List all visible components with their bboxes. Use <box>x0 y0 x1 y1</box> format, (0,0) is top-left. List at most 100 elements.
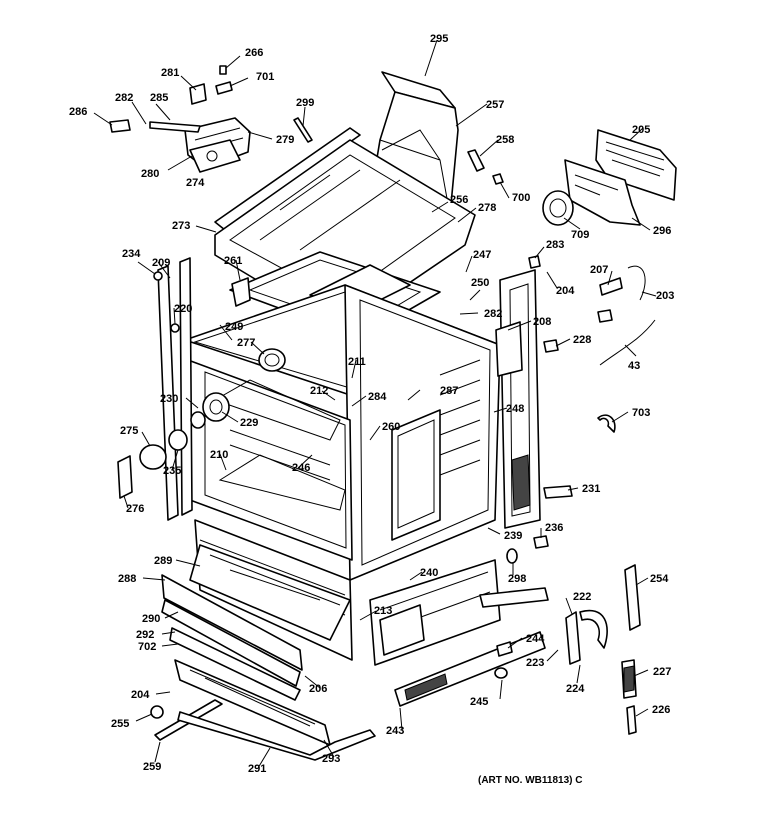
part-label-213: 213 <box>374 605 392 617</box>
part-label-295: 295 <box>430 33 448 45</box>
port-277 <box>258 348 286 372</box>
part-label-203: 203 <box>656 290 674 302</box>
knob-275 <box>117 444 167 499</box>
part-label-281: 281 <box>161 67 179 79</box>
part-label-261: 261 <box>224 255 242 267</box>
part-label-275: 275 <box>120 425 138 437</box>
part-label-701: 701 <box>256 71 274 83</box>
part-label-291: 291 <box>248 763 266 775</box>
part-label-259: 259 <box>143 761 161 773</box>
part-label-204: 204 <box>131 689 150 701</box>
part-label-227: 227 <box>653 666 671 678</box>
part-label-244: 244 <box>526 633 545 645</box>
part-label-296: 296 <box>653 225 671 237</box>
part-label-205: 205 <box>632 124 650 136</box>
part-label-239: 239 <box>504 530 522 542</box>
part-label-208: 208 <box>533 316 551 328</box>
part-label-226: 226 <box>652 704 670 716</box>
part-label-212: 212 <box>310 385 328 397</box>
part-label-250: 250 <box>471 277 489 289</box>
part-label-240: 240 <box>420 567 438 579</box>
part-label-234: 234 <box>122 248 141 260</box>
part-label-288: 288 <box>118 573 136 585</box>
part-label-222: 222 <box>573 591 591 603</box>
part-label-235: 235 <box>163 465 181 477</box>
part-label-282: 282 <box>484 308 502 320</box>
right-floating-parts <box>528 255 656 549</box>
part-label-207: 207 <box>590 264 608 276</box>
right-side-parts <box>565 564 641 735</box>
part-label-249: 249 <box>225 321 243 333</box>
part-label-274: 274 <box>186 177 205 189</box>
part-label-246: 246 <box>292 462 310 474</box>
part-label-702: 702 <box>138 641 156 653</box>
part-labels: 266 701 281 282 285 286 279 280 274 299 295 257 258 7… <box>69 33 674 775</box>
part-label-211: 211 <box>348 356 366 368</box>
part-label-289: 289 <box>154 555 172 567</box>
part-label-277: 277 <box>237 337 255 349</box>
part-label-243: 243 <box>386 725 404 737</box>
part-label-709: 709 <box>571 229 589 241</box>
screw-234 <box>153 271 163 281</box>
part-label-255: 255 <box>111 718 129 730</box>
valve-assembly <box>109 65 251 173</box>
part-label-290: 290 <box>142 613 160 625</box>
part-label-299: 299 <box>296 97 314 109</box>
part-label-204: 204 <box>556 285 575 297</box>
part-244 <box>496 641 513 657</box>
part-label-231: 231 <box>582 483 600 495</box>
bottom-rails <box>150 699 376 761</box>
part-label-210: 210 <box>210 449 228 461</box>
part-label-258: 258 <box>496 134 514 146</box>
part-label-703: 703 <box>632 407 650 419</box>
part-label-286: 286 <box>69 106 87 118</box>
part-label-283: 283 <box>546 239 564 251</box>
part-label-256: 256 <box>450 194 468 206</box>
part-label-220: 220 <box>174 303 192 315</box>
thermostat-230 <box>168 392 230 451</box>
part-label-43: 43 <box>628 360 640 372</box>
part-label-223: 223 <box>526 657 544 669</box>
part-label-230: 230 <box>160 393 178 405</box>
screw-220 <box>170 323 180 333</box>
clip-700 <box>492 173 504 185</box>
part-label-254: 254 <box>650 573 669 585</box>
part-label-287: 287 <box>440 385 458 397</box>
part-label-209: 209 <box>152 257 170 269</box>
part-label-229: 229 <box>240 417 258 429</box>
part-label-228: 228 <box>573 334 591 346</box>
part-label-248: 248 <box>506 403 524 415</box>
part-label-247: 247 <box>473 249 491 261</box>
part-label-278: 278 <box>478 202 496 214</box>
part-label-285: 285 <box>150 92 168 104</box>
bracket-261 <box>231 277 251 307</box>
part-label-284: 284 <box>368 391 387 403</box>
leader-lines <box>93 39 657 769</box>
part-245 <box>494 667 508 679</box>
part-label-700: 700 <box>512 192 530 204</box>
part-298 <box>506 548 518 564</box>
part-label-260: 260 <box>382 421 400 433</box>
broiler-drawer <box>161 544 351 746</box>
rear-panel-208 <box>495 269 541 529</box>
part-label-257: 257 <box>486 99 504 111</box>
part-label-224: 224 <box>566 683 585 695</box>
art-number: (ART NO. WB11813) C <box>478 775 582 786</box>
heat-shields <box>542 129 677 226</box>
part-label-206: 206 <box>309 683 327 695</box>
part-label-266: 266 <box>245 47 263 59</box>
part-label-280: 280 <box>141 168 159 180</box>
part-label-236: 236 <box>545 522 563 534</box>
part-label-292: 292 <box>136 629 154 641</box>
part-label-282: 282 <box>115 92 133 104</box>
part-label-245: 245 <box>470 696 488 708</box>
rod-299 <box>293 117 313 143</box>
part-label-279: 279 <box>276 134 294 146</box>
part-label-293: 293 <box>322 753 340 765</box>
screw-256 <box>467 149 485 172</box>
part-label-298: 298 <box>508 573 526 585</box>
part-label-273: 273 <box>172 220 190 232</box>
part-label-276: 276 <box>126 503 144 515</box>
